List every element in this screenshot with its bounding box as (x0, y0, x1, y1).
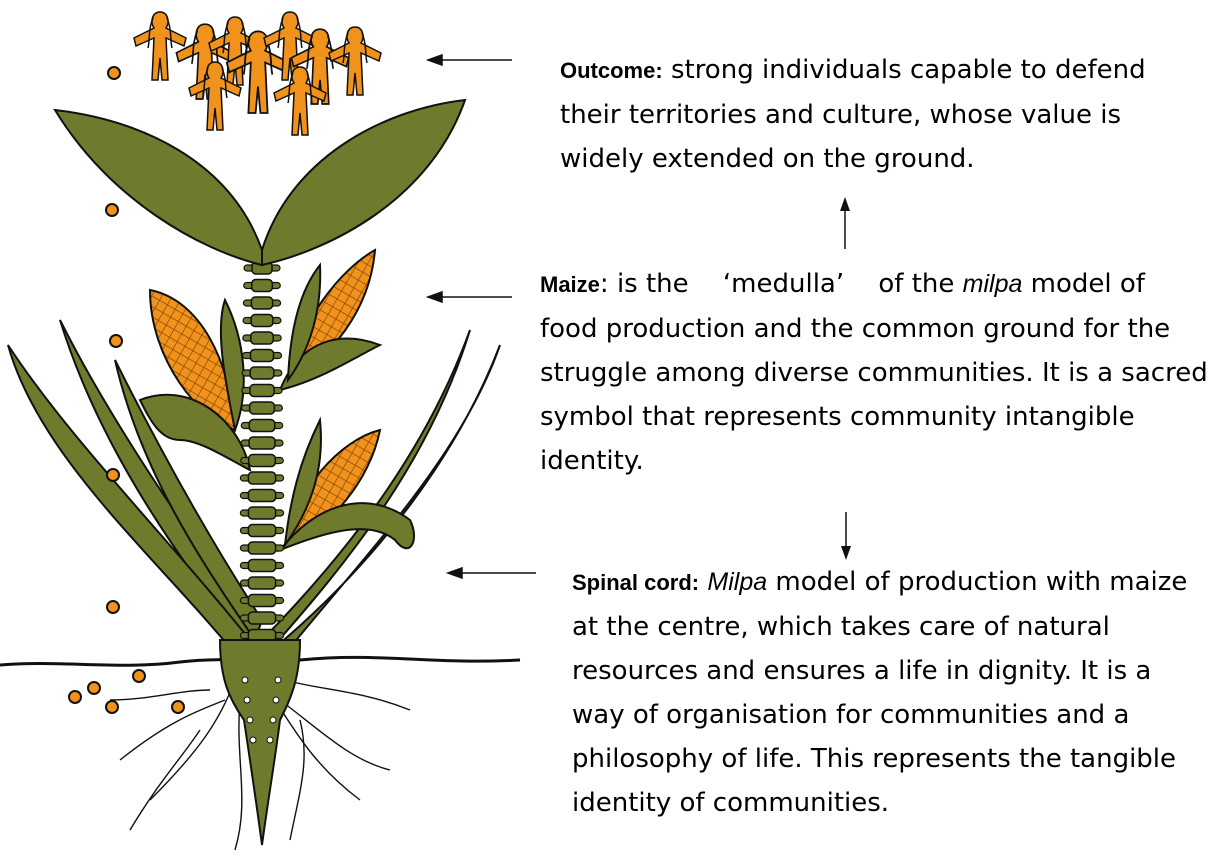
spinal-cord-description: Spinal cord: Milpa model of production w… (572, 560, 1212, 825)
outcome-label: Outcome: (560, 58, 663, 83)
arrow-to-maize (428, 292, 512, 302)
vertebra (251, 297, 272, 309)
vertebra (248, 507, 275, 519)
arrow-to-spinal-cord (448, 568, 536, 578)
vertebra (248, 595, 275, 607)
arrow-maize-to-spinal-cord (836, 510, 856, 562)
vertebra (251, 350, 274, 362)
spinal-cord-emphasis: Milpa (707, 568, 767, 596)
vertebra (252, 280, 273, 292)
maize-description: Maize: is the ‘medulla’ of the milpa mod… (540, 262, 1210, 483)
vertebra (250, 367, 274, 379)
corn-cob-right-upper (280, 250, 380, 390)
vertebra (251, 315, 273, 327)
vertebra (248, 472, 275, 484)
maize-emphasis: milpa (963, 270, 1023, 298)
vertebra (248, 612, 275, 624)
outcome-description: Outcome: strong individuals capable to d… (560, 48, 1210, 181)
community-figures (134, 12, 381, 135)
vertebra (248, 490, 275, 502)
vertebra (249, 420, 274, 432)
vertebra (250, 402, 275, 414)
sacrum (220, 640, 300, 845)
top-leaf-left (55, 110, 262, 265)
maize-spine-illustration (0, 0, 540, 863)
maize-text-before: : is the ‘medulla’ of the (600, 269, 963, 299)
maize-label: Maize (540, 272, 600, 297)
vertebra (250, 385, 274, 397)
vertebra (249, 455, 276, 467)
vertebra (251, 332, 273, 344)
spinal-cord-label: Spinal cord: (572, 570, 699, 595)
spinal-cord-text: model of production with maize at the ce… (572, 567, 1187, 818)
arrow-to-outcome (428, 55, 512, 65)
vertebra (248, 577, 275, 589)
vertebra (249, 437, 275, 449)
vertebra (248, 525, 275, 537)
arrow-maize-to-outcome (835, 195, 855, 251)
vertebra (248, 542, 275, 554)
spine (240, 262, 283, 642)
maize-text-after: model of food production and the common … (540, 269, 1208, 476)
person-figure (134, 12, 186, 80)
vertebra (248, 560, 275, 572)
